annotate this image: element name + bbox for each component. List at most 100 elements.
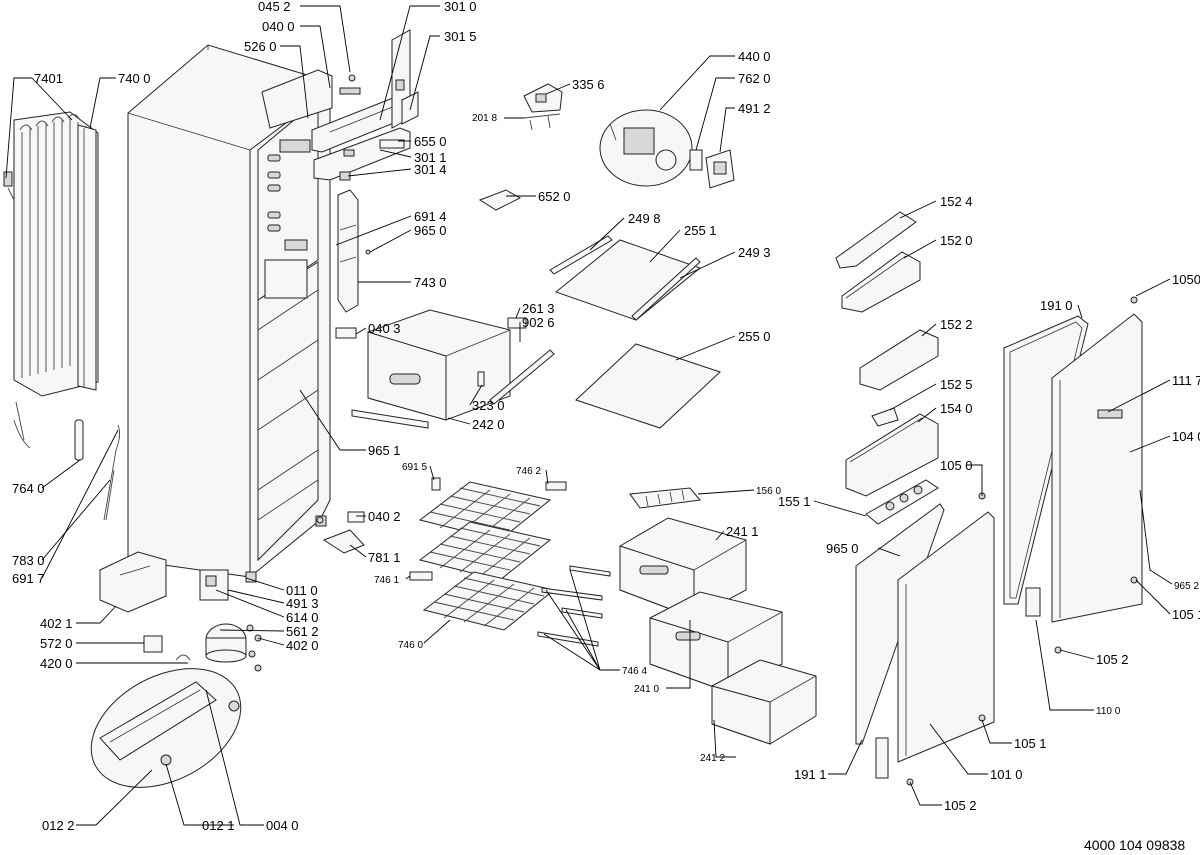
shelf-strip-2498 xyxy=(549,235,613,275)
label-420-0: 420 0 xyxy=(40,656,73,671)
label-105-1-upper: 105 1 xyxy=(1172,607,1200,622)
label-241-2: 241 2 xyxy=(700,753,725,764)
label-040-0: 040 0 xyxy=(262,19,295,34)
label-301-5: 301 5 xyxy=(444,29,477,44)
part-2018 xyxy=(523,113,561,131)
label-152-5: 152 5 xyxy=(940,377,973,392)
label-491-3: 491 3 xyxy=(286,596,319,611)
label-440-0: 440 0 xyxy=(738,49,771,64)
label-335-6: 335 6 xyxy=(572,77,605,92)
door-shelf-1522 xyxy=(859,329,939,391)
label-191-1: 191 1 xyxy=(794,767,827,782)
label-614-0: 614 0 xyxy=(286,610,319,625)
relay-box xyxy=(199,569,229,601)
label-764-0: 764 0 xyxy=(12,481,45,496)
label-561-2: 561 2 xyxy=(286,624,319,639)
label-105-0-top: 105 0 xyxy=(940,458,973,473)
door-shelf-1520 xyxy=(841,251,921,313)
label-156-0: 156 0 xyxy=(756,486,781,497)
label-691-7: 691 7 xyxy=(12,571,45,586)
label-152-0: 152 0 xyxy=(940,233,973,248)
label-746-4: 746 4 xyxy=(622,666,647,677)
cabinet xyxy=(127,44,331,583)
label-965-0-top: 965 0 xyxy=(414,223,447,238)
label-743-0: 743 0 xyxy=(414,275,447,290)
shelf-strip-2493 xyxy=(631,257,701,321)
label-301-4: 301 4 xyxy=(414,162,447,177)
part-6520 xyxy=(478,189,522,211)
label-655-0: 655 0 xyxy=(414,134,447,149)
label-746-0: 746 0 xyxy=(398,640,423,651)
label-783-0: 783 0 xyxy=(12,553,45,568)
label-762-0: 762 0 xyxy=(738,71,771,86)
ice-tray xyxy=(629,487,701,509)
label-491-2: 491 2 xyxy=(738,101,771,116)
lower-door xyxy=(897,511,995,763)
part-7620 xyxy=(689,149,703,171)
label-965-0-door: 965 0 xyxy=(826,541,859,556)
wire-basket-bottom xyxy=(422,571,556,631)
upper-door xyxy=(1051,296,1143,623)
egg-holder-1551 xyxy=(865,479,939,525)
glass-shelf-2550 xyxy=(575,343,721,429)
fan-assembly-440 xyxy=(599,109,693,187)
label-261-3: 261 3 xyxy=(522,301,555,316)
label-781-1: 781 1 xyxy=(368,550,401,565)
label-201-8: 201 8 xyxy=(472,113,497,124)
label-004-0: 004 0 xyxy=(266,818,299,833)
label-241-0: 241 0 xyxy=(634,684,659,695)
label-105-1-lower: 105 1 xyxy=(1014,736,1047,751)
part-4912 xyxy=(705,149,735,189)
label-012-1: 012 1 xyxy=(202,818,235,833)
label-965-1: 965 1 xyxy=(368,443,401,458)
label-012-2: 012 2 xyxy=(42,818,75,833)
freezer-rails-7464 xyxy=(537,565,611,647)
label-040-3: 040 3 xyxy=(368,321,401,336)
label-746-2: 746 2 xyxy=(516,466,541,477)
evaporator-part-3356 xyxy=(523,83,563,113)
label-101-0: 101 0 xyxy=(990,767,1023,782)
label-152-2: 152 2 xyxy=(940,317,973,332)
label-154-0: 154 0 xyxy=(940,401,973,416)
label-104-0: 104 0 xyxy=(1172,429,1200,444)
shelf-cover-1524 xyxy=(835,211,917,269)
label-691-4: 691 4 xyxy=(414,209,447,224)
label-045-2: 045 2 xyxy=(258,0,291,14)
door-rack-743 xyxy=(337,189,359,313)
label-255-1: 255 1 xyxy=(684,223,717,238)
label-249-3: 249 3 xyxy=(738,245,771,260)
label-105-2-lower: 105 2 xyxy=(944,798,977,813)
compressor-cover xyxy=(99,551,167,613)
freezer-drawer-2411 xyxy=(619,517,747,619)
freezer-drawer-2412 xyxy=(711,659,817,745)
label-242-0: 242 0 xyxy=(472,417,505,432)
door-shelf-1540 xyxy=(845,413,939,497)
label-902-6: 902 6 xyxy=(522,315,555,330)
label-402-1: 402 1 xyxy=(40,616,73,631)
label-572-0: 572 0 xyxy=(40,636,73,651)
label-402-0: 402 0 xyxy=(286,638,319,653)
condenser-frame xyxy=(77,124,97,391)
leader-lines xyxy=(5,5,1173,826)
label-323-0: 323 0 xyxy=(472,398,505,413)
small-panel-3015 xyxy=(401,91,419,125)
top-cover xyxy=(261,69,333,129)
drawer-rails xyxy=(351,349,555,429)
label-111-7: 111 7 xyxy=(1172,373,1200,388)
label-152-4: 152 4 xyxy=(940,194,973,209)
document-number: 4000 104 09838 xyxy=(1084,837,1185,853)
hinges xyxy=(875,492,1138,786)
label-740-0: 740 0 xyxy=(118,71,151,86)
label-652-0: 652 0 xyxy=(538,189,571,204)
wire-basket-mid xyxy=(418,521,552,581)
label-746-1: 746 1 xyxy=(374,575,399,586)
small-parts-top xyxy=(316,74,405,554)
glass-shelf-2551 xyxy=(554,239,702,321)
label-110-0: 110 0 xyxy=(1096,706,1121,717)
label-691-5: 691 5 xyxy=(402,462,427,473)
label-249-8: 249 8 xyxy=(628,211,661,226)
crisper-drawer xyxy=(367,309,527,421)
tube-783 xyxy=(103,424,121,521)
label-011-0: 011 0 xyxy=(286,583,318,598)
label-301-1: 301 1 xyxy=(414,150,447,165)
